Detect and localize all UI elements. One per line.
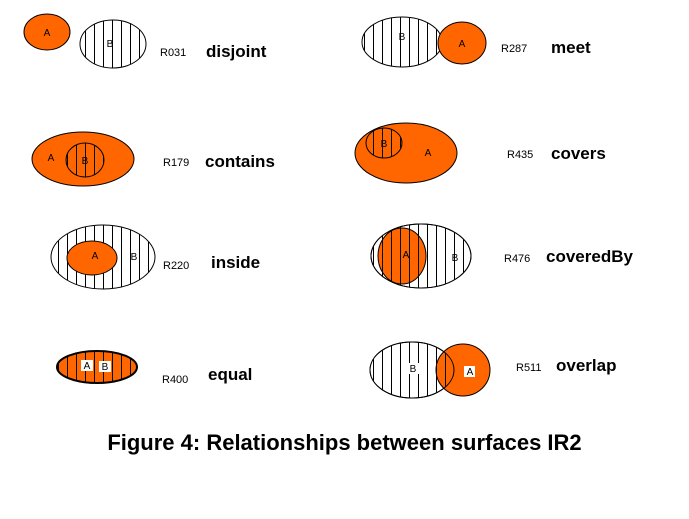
label-b: B <box>102 362 109 373</box>
relation-code: R435 <box>507 149 533 161</box>
relation-name: disjoint <box>206 42 267 61</box>
relation-coveredby: A B R476 coveredBy <box>370 223 633 289</box>
label-b: B <box>131 252 138 263</box>
region-a <box>23 13 71 51</box>
figure-caption: Figure 4: Relationships between surfaces… <box>107 430 582 455</box>
relation-name: contains <box>205 152 275 171</box>
region-a <box>66 240 118 276</box>
region-b <box>79 19 147 69</box>
label-b: B <box>381 139 388 150</box>
label-a: A <box>44 28 51 39</box>
relation-name: coveredBy <box>546 247 633 266</box>
relation-code: R031 <box>160 47 186 59</box>
label-b: B <box>410 364 417 375</box>
label-a: A <box>403 250 410 261</box>
label-a: A <box>92 251 99 262</box>
relation-equal: A B R400 equal <box>56 350 252 386</box>
relation-code: R287 <box>501 43 527 55</box>
region-b <box>56 350 138 384</box>
label-a: A <box>48 153 55 164</box>
relation-code: R511 <box>516 362 541 374</box>
label-b: B <box>107 39 114 50</box>
relation-code: R179 <box>163 157 189 169</box>
relation-name: inside <box>211 253 260 272</box>
relation-code: R220 <box>163 260 189 272</box>
relation-meet: B A R287 meet <box>361 16 591 68</box>
region-a <box>437 21 487 65</box>
label-a: A <box>459 39 466 50</box>
region-b <box>65 142 105 178</box>
region-b <box>365 127 403 159</box>
relation-overlap: B A R511 overlap <box>369 341 616 399</box>
label-a: A <box>84 361 91 372</box>
relation-name: meet <box>551 38 591 57</box>
relation-inside: A B R220 inside <box>50 224 260 290</box>
relation-disjoint: A B R031 disjoint <box>23 13 267 69</box>
relation-name: equal <box>208 365 252 384</box>
relation-code: R400 <box>162 374 188 386</box>
relation-code: R476 <box>504 253 530 265</box>
relation-name: covers <box>551 144 606 163</box>
label-b: B <box>452 253 459 264</box>
relation-covers: B A R435 covers <box>354 122 606 184</box>
relation-name: overlap <box>556 356 616 375</box>
label-a: A <box>467 367 474 378</box>
label-b: B <box>82 156 89 167</box>
relation-contains: A B R179 contains <box>31 131 275 187</box>
label-b: B <box>399 32 406 43</box>
label-a: A <box>425 148 432 159</box>
